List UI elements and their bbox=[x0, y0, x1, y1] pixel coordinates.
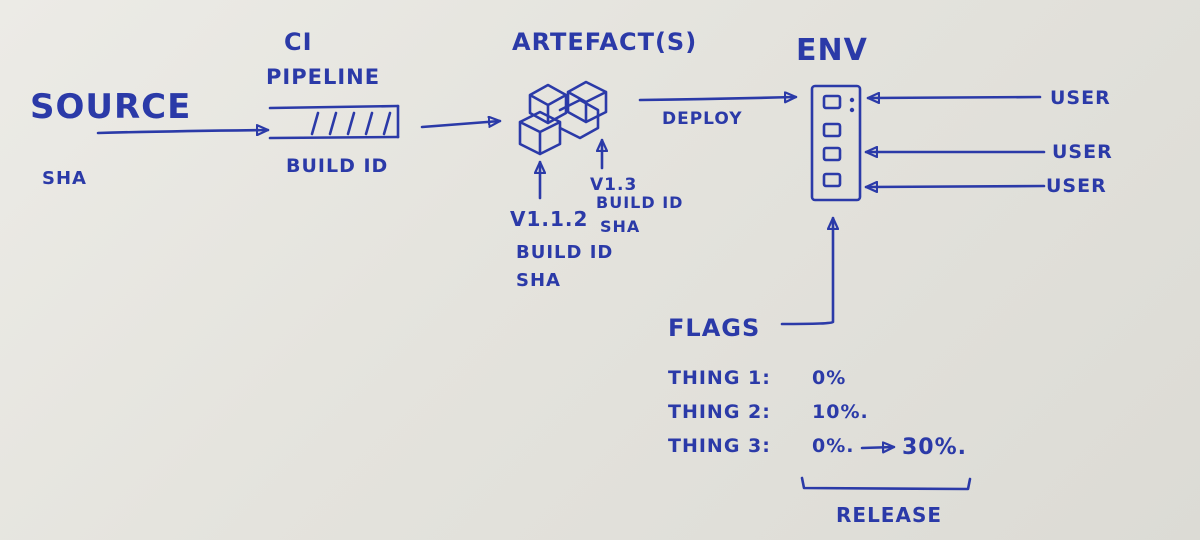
v13-sha: SHA bbox=[600, 217, 640, 236]
v112-version: V1.1.2 bbox=[510, 207, 588, 231]
user-1-label: USER bbox=[1050, 87, 1111, 109]
env-label: ENV bbox=[796, 33, 868, 68]
source-label: SOURCE bbox=[30, 87, 191, 127]
env-server-icon bbox=[810, 84, 862, 202]
flag-3-value: 0%. bbox=[812, 435, 854, 457]
source-sha-label: SHA bbox=[42, 168, 87, 189]
source-to-pipeline-arrow bbox=[96, 130, 270, 133]
release-bracket bbox=[800, 476, 972, 491]
flag-3-name: THING 3: bbox=[668, 435, 771, 457]
deploy-arrow bbox=[638, 97, 798, 100]
flag-3-target: 30%. bbox=[902, 435, 967, 460]
flag-2-value: 10%. bbox=[812, 401, 869, 423]
pipeline-queue-icon bbox=[268, 104, 400, 140]
v13-version: V1.3 bbox=[590, 175, 637, 195]
v13-build-id: BUILD ID bbox=[596, 193, 683, 212]
flag-1-name: THING 1: bbox=[668, 367, 771, 389]
flag-1-value: 0% bbox=[812, 367, 846, 389]
user-1-arrow bbox=[866, 97, 1042, 98]
release-label: RELEASE bbox=[836, 503, 942, 527]
flag-2-name: THING 2: bbox=[668, 401, 771, 423]
flags-to-env-arrow bbox=[780, 216, 833, 326]
build-id-label: BUILD ID bbox=[286, 155, 388, 177]
v112-build-id: BUILD ID bbox=[516, 242, 613, 263]
v112-sha: SHA bbox=[516, 270, 561, 291]
artefacts-label: ARTEFACT(S) bbox=[512, 28, 697, 56]
user-2-label: USER bbox=[1052, 141, 1113, 163]
flag-3-change-arrow bbox=[860, 447, 896, 448]
deploy-label: DEPLOY bbox=[662, 109, 743, 129]
user-3-label: USER bbox=[1046, 175, 1107, 197]
pipeline-to-artefact-arrow bbox=[420, 121, 502, 129]
ci-label: CI bbox=[284, 28, 313, 56]
user-3-arrow bbox=[864, 186, 1046, 187]
flags-label: FLAGS bbox=[668, 314, 760, 342]
pipeline-label: PIPELINE bbox=[266, 65, 380, 89]
artefact-cubes-icon bbox=[518, 80, 608, 156]
